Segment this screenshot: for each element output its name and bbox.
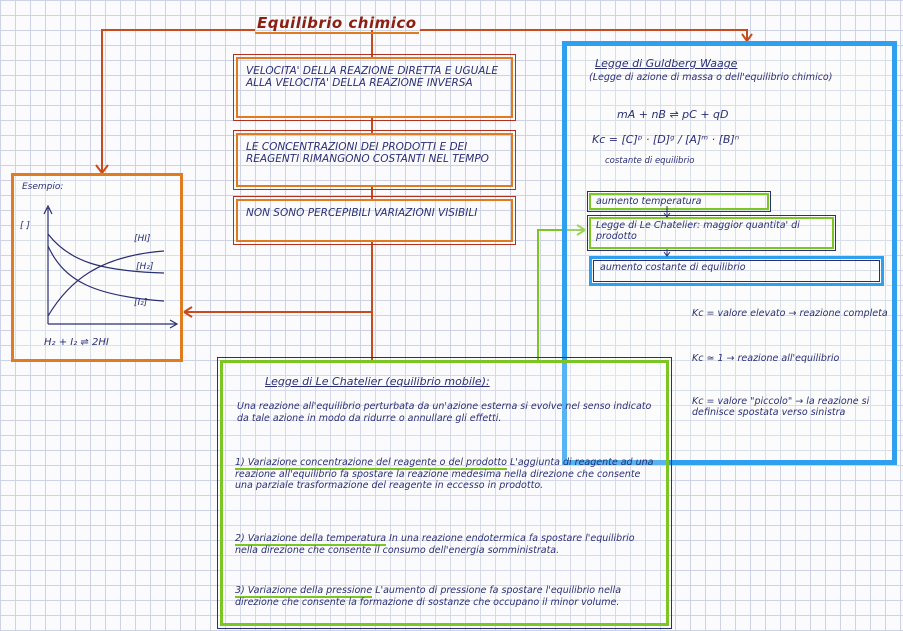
curve-i2 bbox=[47, 245, 165, 302]
condition-box-velocity: Velocita' della reazione diretta e ugual… bbox=[233, 54, 516, 121]
curve-label-h2: [H₂] bbox=[136, 262, 154, 272]
concentration-graph bbox=[43, 204, 179, 329]
chatelier-title: Legge di Le Chatelier (equilibrio mobile… bbox=[265, 375, 490, 388]
kc-case-small-cond: Kc = valore "piccolo" bbox=[692, 396, 793, 407]
guldberg-arrows bbox=[663, 206, 671, 257]
point-2-head: 2) Variazione della temperatura bbox=[235, 533, 387, 546]
example-title: Esempio: bbox=[22, 182, 64, 192]
guldberg-waage-box: Legge di Guldberg Waage (Legge di azione… bbox=[562, 41, 897, 465]
kc-note: costante di equilibrio bbox=[605, 156, 695, 166]
kc-case-high-result: reazione completa bbox=[799, 308, 888, 319]
y-axis-label: [ ] bbox=[20, 221, 30, 231]
le-chatelier-box: Legge di Le Chatelier (equilibrio mobile… bbox=[217, 357, 672, 629]
chatelier-point-3: 3) Variazione della pressione L'aumento … bbox=[235, 585, 660, 608]
point-1-body: L'aggiunta di reagente ad una reazione a… bbox=[235, 457, 654, 491]
condition-box-concentrations: Le concentrazioni dei prodotti e dei rea… bbox=[233, 130, 516, 190]
curve-label-hi: [HI] bbox=[134, 234, 151, 244]
chatelier-intro: Una reazione all'equilibrio perturbata d… bbox=[237, 401, 652, 424]
chatelier-point-1: 1) Variazione concentrazione del reagent… bbox=[235, 457, 660, 492]
kc-case-high: Kc = valore elevato → reazione completa bbox=[692, 308, 888, 319]
constant-increase-box: aumento costante di equilibrio bbox=[589, 256, 884, 286]
kc-case-small-result: la reazione si definisce spostata verso … bbox=[692, 396, 870, 418]
kc-case-one-result: reazione all'equilibrio bbox=[737, 353, 840, 364]
point-2-body: In una reazione endotermica fa spostare … bbox=[235, 533, 635, 556]
guldberg-title: Legge di Guldberg Waage bbox=[595, 57, 738, 70]
chatelier-point-2: 2) Variazione della temperatura In una r… bbox=[235, 533, 660, 556]
point-1-head: 1) Variazione concentrazione del reagent… bbox=[235, 457, 507, 470]
curve-label-i2: [I₂] bbox=[134, 298, 148, 308]
example-equation: H₂ + I₂ ⇌ 2HI bbox=[44, 337, 109, 348]
point-3-body: L'aumento di pressione fa spostare l'equ… bbox=[235, 585, 622, 608]
kc-case-one: Kc ≃ 1 → reazione all'equilibrio bbox=[692, 353, 840, 364]
x-axis-arrow bbox=[169, 319, 179, 329]
kc-formula: Kc = [C]ᵖ · [D]ᵍ / [A]ᵐ · [B]ⁿ bbox=[592, 133, 740, 146]
curve-hi bbox=[47, 250, 165, 317]
point-3-head: 3) Variazione della pressione bbox=[235, 585, 373, 598]
page-title: Equilibrio chimico bbox=[255, 14, 419, 34]
chatelier-product-box: Legge di Le Chatelier: maggior quantita'… bbox=[587, 215, 836, 251]
kc-case-small: Kc = valore "piccolo" → la reazione si d… bbox=[692, 396, 870, 418]
kc-case-one-cond: Kc ≃ 1 bbox=[692, 353, 724, 364]
guldberg-subtitle: (Legge di azione di massa o dell'equilib… bbox=[589, 72, 833, 83]
curve-h2 bbox=[47, 233, 165, 274]
kc-case-high-cond: Kc = valore elevato bbox=[692, 308, 786, 319]
y-axis-arrow bbox=[43, 204, 53, 215]
temperature-increase-box: aumento temperatura bbox=[587, 191, 771, 212]
condition-box-no-variations: Non sono percepibili variazioni visibili bbox=[233, 196, 516, 245]
guldberg-reaction: mA + nB ⇌ pC + qD bbox=[617, 108, 729, 121]
example-box: Esempio: [ ] [HI] [H₂] [I₂] H₂ + I₂ ⇌ 2H… bbox=[11, 173, 183, 362]
